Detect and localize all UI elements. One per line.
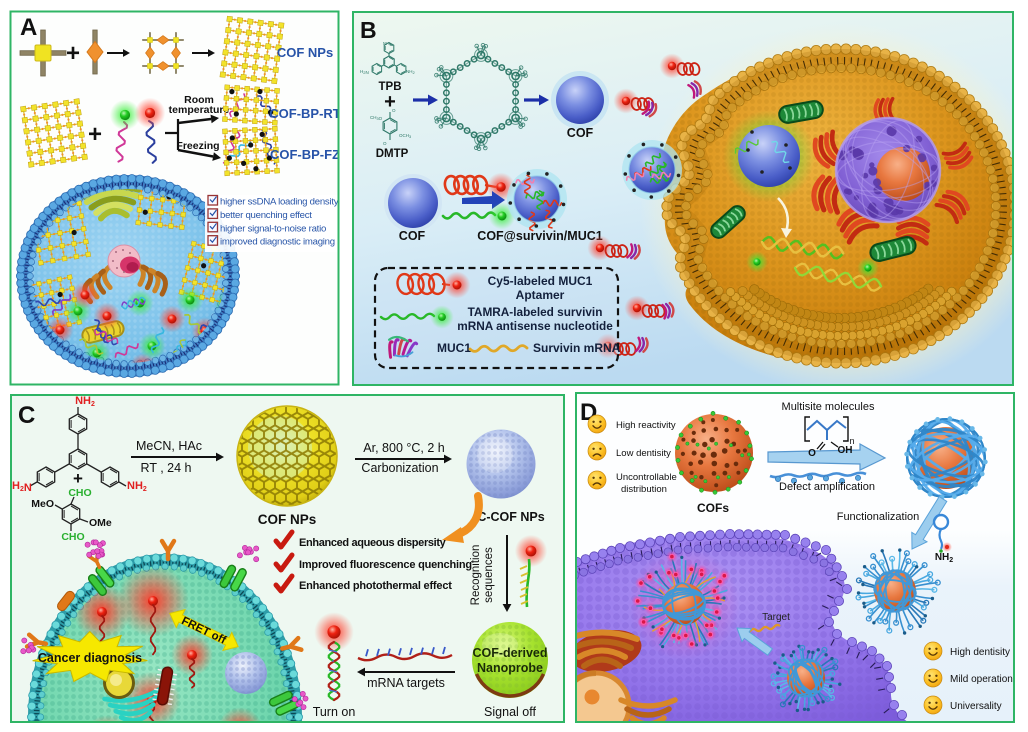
svg-text:COF-BP-RT: COF-BP-RT [269,106,341,121]
svg-text:COF NPs: COF NPs [258,512,317,527]
svg-text:+: + [384,91,396,113]
svg-text:NH2: NH2 [127,480,147,493]
svg-text:C: C [18,402,35,429]
svg-text:CHO: CHO [68,487,91,499]
svg-text:B: B [360,17,377,43]
svg-text:n: n [849,436,854,446]
svg-text:RT , 24 h: RT , 24 h [141,461,192,475]
svg-text:Freezing: Freezing [176,140,219,152]
svg-text:DMTP: DMTP [376,148,409,160]
svg-text:COF: COF [399,229,426,243]
svg-text:Universality: Universality [950,701,1002,712]
svg-text:Ar, 800 °C, 2 h: Ar, 800 °C, 2 h [363,441,444,455]
svg-text:temperature: temperature [169,104,230,116]
svg-text:Defect amplification: Defect amplification [779,481,875,493]
svg-text:higher ssDNA loading density: higher ssDNA loading density [220,197,339,208]
svg-text:+: + [88,121,102,148]
svg-text:MUC1: MUC1 [437,341,471,355]
svg-text:COF@survivin/MUC1: COF@survivin/MUC1 [477,229,602,243]
svg-text:Low dentisity: Low dentisity [616,448,671,459]
svg-text:Signal off: Signal off [484,705,536,719]
svg-text:COF: COF [567,126,594,140]
svg-text:Survivin mRNA: Survivin mRNA [533,341,621,355]
svg-text:Turn on: Turn on [313,705,356,719]
svg-text:Carbonization: Carbonization [361,461,438,475]
svg-text:Functionalization: Functionalization [837,511,920,523]
svg-text:High reactivity: High reactivity [616,420,676,431]
svg-text:COF-derived: COF-derived [472,646,547,660]
svg-text:mRNA targets: mRNA targets [367,676,445,690]
svg-text:+: + [73,469,83,488]
svg-text:OH: OH [838,445,853,456]
svg-text:COF NPs: COF NPs [277,45,333,60]
svg-text:CH3O: CH3O [370,115,383,121]
svg-text:CHO: CHO [61,531,84,543]
svg-text:Multisite molecules: Multisite molecules [782,401,875,413]
svg-text:improved diagnostic imaging: improved diagnostic imaging [220,237,335,248]
svg-text:O: O [383,141,387,146]
svg-text:Cy5-labeled MUC1: Cy5-labeled MUC1 [488,274,593,288]
svg-text:H2N: H2N [12,480,32,494]
svg-text:MeO: MeO [31,498,54,510]
svg-text:High dentisity: High dentisity [950,647,1010,658]
svg-text:H2N: H2N [360,69,369,75]
svg-text:distribution: distribution [621,484,667,495]
svg-text:NH2: NH2 [75,395,95,408]
svg-text:NH2: NH2 [406,69,416,75]
svg-text:mRNA antisense nucleotide: mRNA antisense nucleotide [457,319,613,333]
svg-text:Mild operation: Mild operation [950,674,1013,685]
svg-text:Improved fluorescence quenchin: Improved fluorescence quenching [299,559,472,571]
svg-text:COFs: COFs [697,501,729,515]
svg-text:COF-BP-FZ: COF-BP-FZ [270,147,340,162]
svg-text:MeCN, HAc: MeCN, HAc [136,439,202,453]
svg-text:Recognition: Recognition [470,545,482,606]
svg-text:TPB: TPB [379,81,402,93]
svg-text:Cancer diagnosis: Cancer diagnosis [38,651,142,665]
svg-text:Room: Room [184,94,214,106]
svg-text:OMe: OMe [89,517,112,529]
svg-text:Aptamer: Aptamer [516,288,565,302]
svg-text:O: O [392,108,396,113]
svg-text:OCH3: OCH3 [399,133,411,139]
svg-text:sequences: sequences [483,547,495,603]
svg-text:TAMRA-labeled survivin: TAMRA-labeled survivin [468,305,603,319]
svg-text:O: O [808,448,816,459]
svg-text:Enhanced photothermal effect: Enhanced photothermal effect [299,580,452,592]
svg-text:Target: Target [762,612,790,623]
svg-text:better quenching effect: better quenching effect [220,210,312,221]
svg-text:NH2: NH2 [383,41,393,47]
svg-text:NH2: NH2 [935,552,953,564]
svg-text:A: A [20,14,37,41]
svg-text:Nanoprobe: Nanoprobe [477,661,543,675]
svg-text:higher signal-to-noise ratio: higher signal-to-noise ratio [220,223,326,234]
svg-text:+: + [66,40,80,67]
svg-text:Enhanced aqueous dispersity: Enhanced aqueous dispersity [299,537,447,549]
svg-text:C-COF NPs: C-COF NPs [477,510,544,524]
svg-text:Uncontrollable: Uncontrollable [616,472,677,483]
